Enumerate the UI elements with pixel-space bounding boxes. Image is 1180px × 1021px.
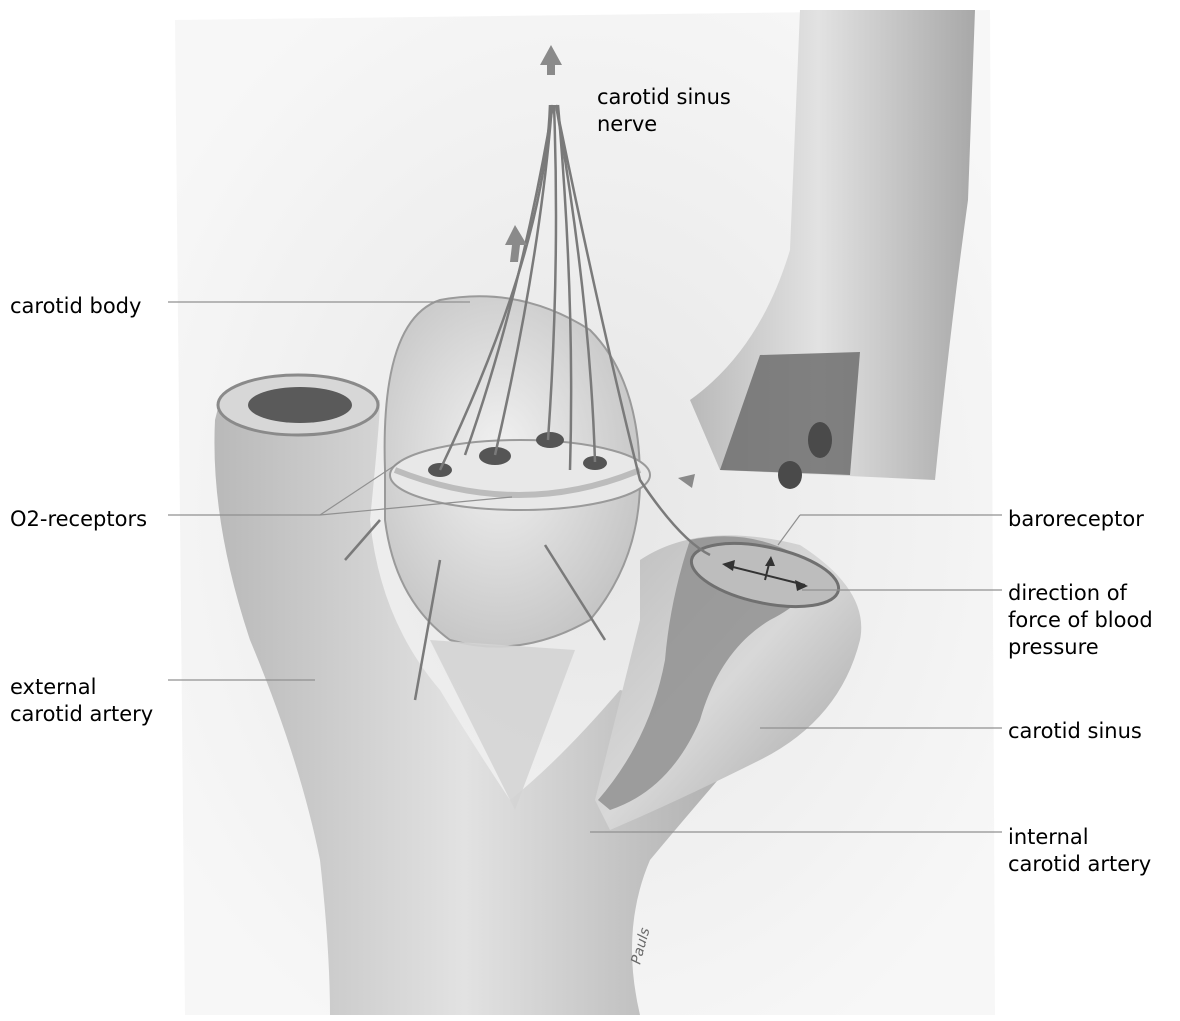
label-carotid-sinus-nerve: carotid sinus nerve	[597, 84, 731, 138]
label-o2-receptors: O2-receptors	[10, 506, 147, 533]
label-direction-of-force: direction of force of blood pressure	[1008, 580, 1153, 661]
label-carotid-body: carotid body	[10, 293, 141, 320]
label-baroreceptor: baroreceptor	[1008, 506, 1144, 533]
label-carotid-sinus: carotid sinus	[1008, 718, 1142, 745]
label-internal-carotid-artery: internal carotid artery	[1008, 824, 1151, 878]
label-external-carotid-artery: external carotid artery	[10, 674, 153, 728]
